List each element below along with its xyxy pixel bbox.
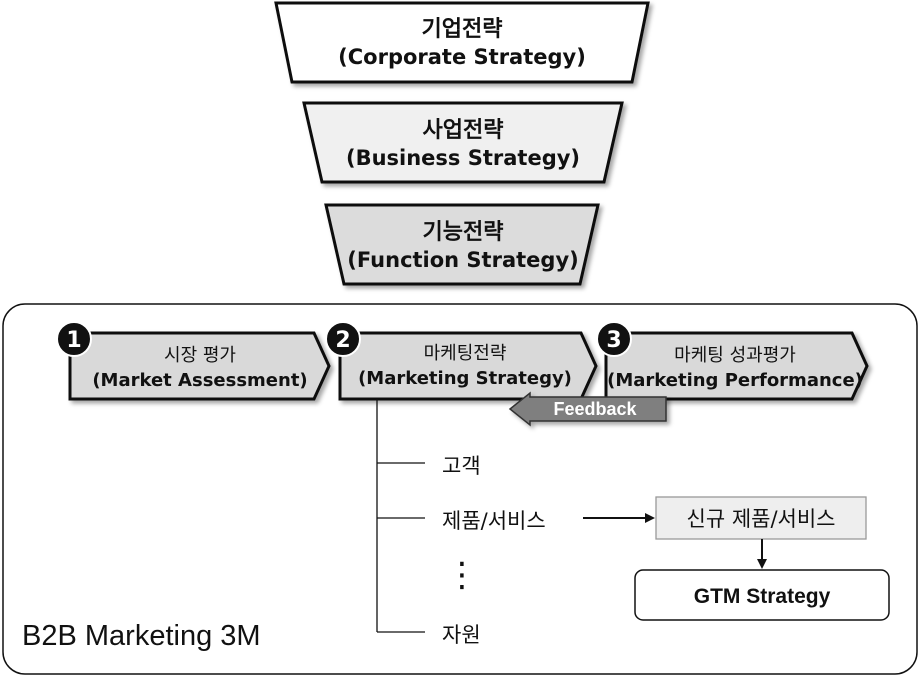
step-performance-en: (Marketing Performance) bbox=[607, 370, 863, 391]
step-strategy-ko: 마케팅전략 bbox=[424, 343, 507, 364]
gtm-strategy-label: GTM Strategy bbox=[694, 585, 831, 608]
feedback-arrow: Feedback bbox=[508, 391, 667, 427]
function-strategy-ko: 기능전략 bbox=[423, 220, 504, 245]
corporate-strategy-box: 기업전략 (Corporate Strategy) bbox=[274, 1, 650, 84]
step-performance-ko: 마케팅 성과평가 bbox=[674, 345, 796, 366]
new-product-label: 신규 제품/서비스 bbox=[687, 507, 836, 531]
function-strategy-en: (Function Strategy) bbox=[347, 248, 578, 272]
b2b-frame bbox=[2, 303, 918, 675]
step-market-en: (Market Assessment) bbox=[92, 370, 307, 391]
branch-customer: 고객 bbox=[442, 454, 481, 478]
step-badge-1-number: 1 bbox=[66, 328, 81, 353]
branch-product: 제품/서비스 bbox=[442, 509, 546, 533]
step-badge-1: 1 bbox=[56, 321, 92, 357]
strategy-tree bbox=[376, 399, 425, 633]
corporate-strategy-en: (Corporate Strategy) bbox=[338, 45, 586, 69]
step-market-assessment: 시장 평가 (Market Assessment) bbox=[68, 331, 331, 401]
frame-title: B2B Marketing 3M bbox=[22, 620, 261, 652]
business-strategy-ko: 사업전략 bbox=[423, 118, 504, 143]
step-badge-2-number: 2 bbox=[335, 328, 350, 353]
business-strategy-box: 사업전략 (Business Strategy) bbox=[302, 101, 624, 184]
business-strategy-en: (Business Strategy) bbox=[346, 146, 580, 170]
feedback-label: Feedback bbox=[553, 399, 637, 419]
step-badge-2: 2 bbox=[325, 321, 361, 357]
new-product-box: 신규 제품/서비스 bbox=[655, 496, 867, 540]
step-market-ko: 시장 평가 bbox=[164, 345, 236, 366]
corporate-strategy-ko: 기업전략 bbox=[422, 17, 503, 42]
step-marketing-performance: 마케팅 성과평가 (Marketing Performance) bbox=[604, 331, 869, 401]
branch-ellipsis: ⋮ bbox=[445, 555, 479, 595]
function-strategy-box: 기능전략 (Function Strategy) bbox=[324, 203, 600, 286]
step-badge-3: 3 bbox=[596, 321, 632, 357]
step-strategy-en: (Marketing Strategy) bbox=[358, 368, 572, 389]
step-marketing-strategy: 마케팅전략 (Marketing Strategy) bbox=[338, 331, 598, 401]
gtm-strategy-box: GTM Strategy bbox=[634, 569, 890, 621]
branch-resources: 자원 bbox=[442, 623, 481, 647]
step-badge-3-number: 3 bbox=[606, 328, 621, 353]
